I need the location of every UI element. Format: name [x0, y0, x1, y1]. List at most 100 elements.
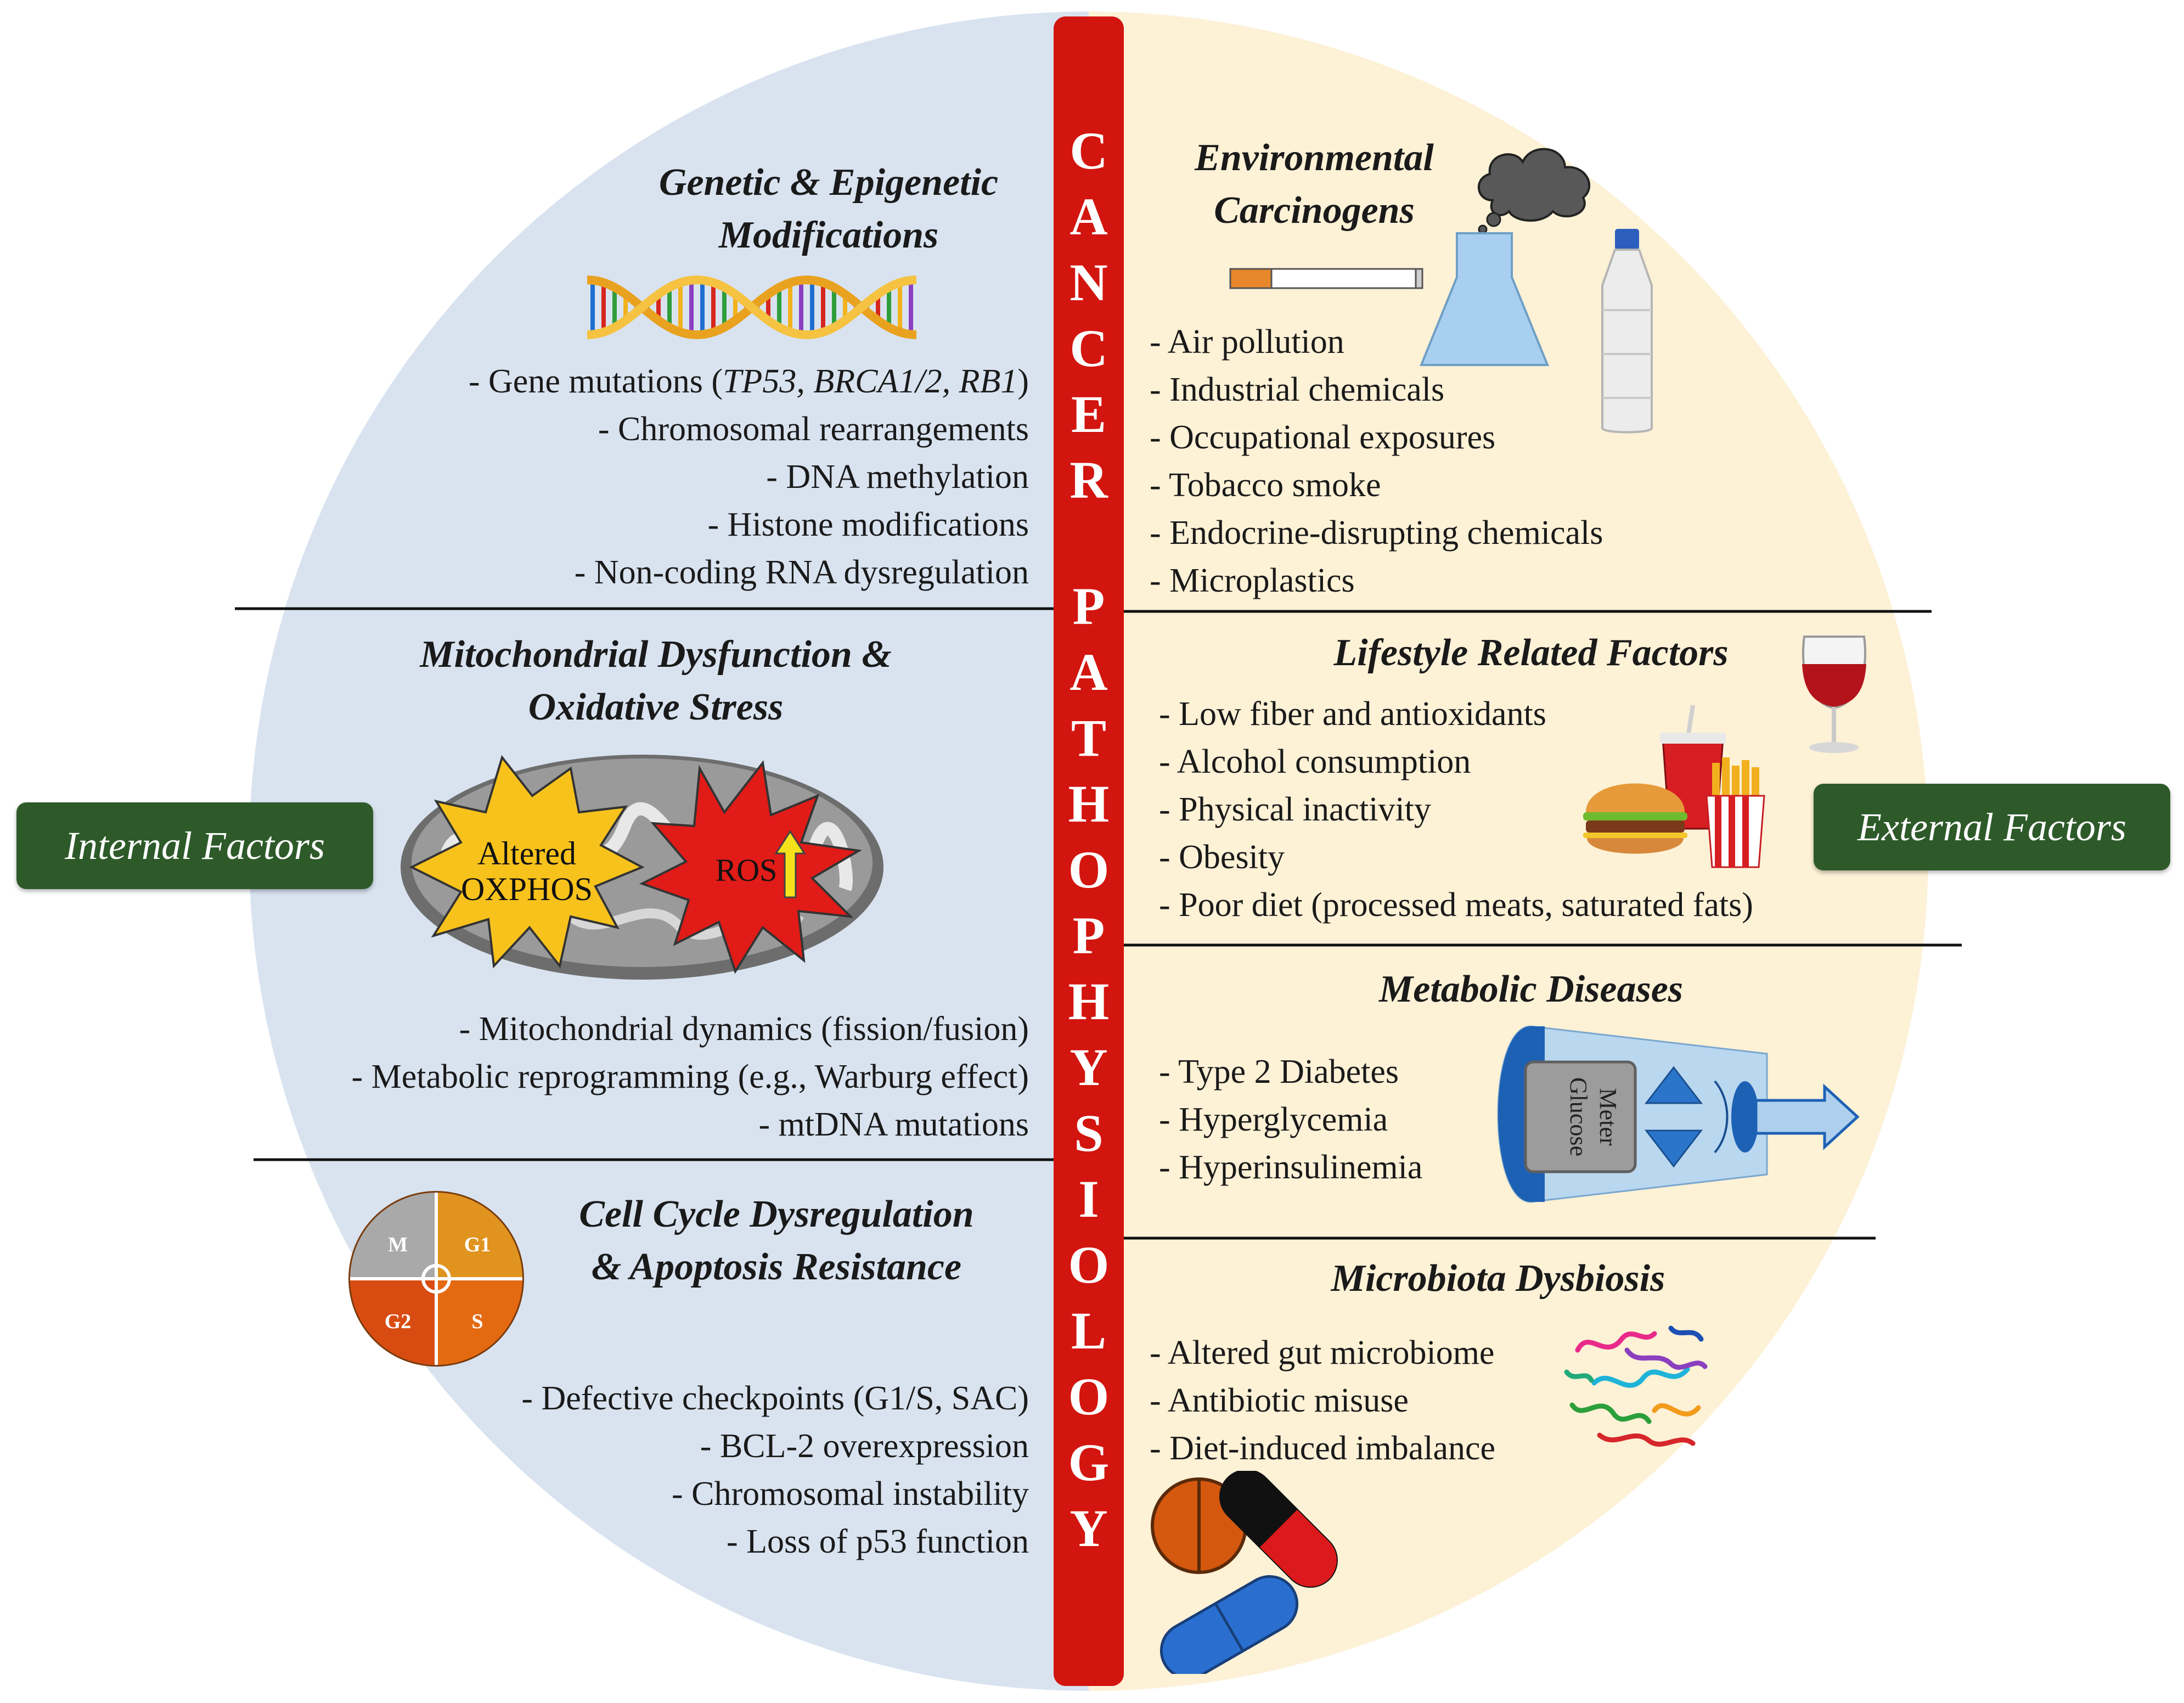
meter-label-1: Glucose [1565, 1077, 1592, 1156]
lifestyle-item: - Poor diet (processed meats, saturated … [1159, 886, 1753, 924]
cigarette-icon [1229, 268, 1423, 289]
phase-label-m: M [388, 1233, 408, 1256]
spine-letter: N [1070, 253, 1108, 312]
spine-letter: C [1070, 121, 1108, 180]
genetic-item: - Chromosomal rearrangements [598, 411, 1029, 448]
environmental-item: - Occupational exposures [1150, 419, 1496, 456]
genetic-item: - Histone modifications [707, 506, 1029, 543]
oxphos-label-2: OXPHOS [461, 871, 593, 907]
spine-letter: A [1070, 187, 1108, 246]
cellcycle-title-line-1: Cell Cycle Dysregulation [579, 1193, 974, 1235]
lifestyle-item: - Physical inactivity [1159, 791, 1431, 828]
mito-item: - Metabolic reprogramming (e.g., Warburg… [351, 1058, 1029, 1095]
spine-letter: L [1071, 1301, 1107, 1360]
cellcycle-title-line-2: & Apoptosis Resistance [591, 1246, 962, 1288]
mito-item: - mtDNA mutations [758, 1106, 1029, 1143]
right-half-circle [1089, 12, 1928, 1691]
spine-letter: O [1068, 840, 1110, 899]
lifestyle-item: - Alcohol consumption [1159, 743, 1471, 780]
spine-letter: G [1068, 1433, 1110, 1492]
lifestyle-title-text: Lifestyle Related Factors [1333, 632, 1729, 674]
external-factors-box: External Factors [1814, 784, 2170, 870]
spine-letter: P [1072, 906, 1105, 965]
spine-letter: Y [1070, 1499, 1108, 1558]
spine-letter: T [1071, 709, 1107, 767]
bacteria-icon [1564, 1325, 1708, 1447]
spine-letter: O [1068, 1235, 1110, 1294]
ros-star [639, 760, 862, 974]
environmental-item: - Microplastics [1150, 562, 1355, 599]
cellcycle-item: - Loss of p53 function [726, 1523, 1029, 1560]
spine-letter: R [1070, 451, 1108, 509]
environmental-item: - Industrial chemicals [1150, 371, 1445, 408]
metabolic-item: - Hyperinsulinemia [1159, 1149, 1423, 1186]
mito-title-line-2: Oxidative Stress [528, 686, 784, 728]
phase-label-g2: G2 [385, 1310, 412, 1333]
genetic-item: - Gene mutations (TP53, BRCA1/2, RB1) [468, 363, 1029, 400]
dna-icon [587, 275, 917, 340]
arrow-up-icon [1644, 1066, 1703, 1104]
genetic-title-line-2: Modifications [718, 214, 939, 256]
pills-icon [1151, 1471, 1338, 1674]
spine-letter: Y [1070, 1038, 1108, 1097]
phase-label-s: S [471, 1310, 483, 1333]
oxphos-star [409, 755, 645, 969]
cancer-pathophysiology-spine: C A N C E R P A T H O P H Y S I O L O G … [1054, 16, 1124, 1686]
metabolic-item: - Type 2 Diabetes [1159, 1053, 1399, 1091]
spine-letter: P [1072, 577, 1105, 636]
genetic-title: Genetic & Epigenetic Modifications [582, 156, 1076, 262]
meter-label-2: Meter [1595, 1088, 1622, 1145]
lifestyle-title: Lifestyle Related Factors [1262, 627, 1800, 679]
metabolic-item: - Hyperglycemia [1159, 1101, 1388, 1138]
genetic-item: - DNA methylation [766, 458, 1029, 496]
genetic-title-line-1: Genetic & Epigenetic [658, 161, 999, 204]
fast-food-icon [1583, 705, 1765, 868]
spine-letter: I [1078, 1170, 1099, 1228]
environmental-item: - Endocrine-disrupting chemicals [1150, 514, 1603, 552]
wine-glass-icon [1802, 636, 1866, 753]
oxphos-label-1: Altered [477, 835, 576, 872]
smoke-cloud-icon [1477, 148, 1590, 233]
internal-factors-label: Internal Factors [65, 823, 325, 868]
microbiota-item: - Antibiotic misuse [1150, 1382, 1409, 1419]
glucose-meter-icon: Glucose Meter [1497, 1025, 1860, 1203]
arrow-down-icon [1644, 1129, 1703, 1168]
metabolic-list: - Type 2 Diabetes - Hyperglycemia - Hype… [1159, 1048, 1422, 1191]
lifestyle-item: - Low fiber and antioxidants [1159, 695, 1546, 733]
flask-icon [1420, 232, 1549, 366]
mito-title-line-1: Mitochondrial Dysfunction & [420, 633, 892, 676]
cellcycle-item: - Defective checkpoints (G1/S, SAC) [521, 1380, 1029, 1417]
spine-letter: O [1068, 1367, 1110, 1426]
cell-cycle-icon: M G1 S G2 [348, 1191, 524, 1367]
microbiota-title: Microbiota Dysbiosis [1229, 1252, 1767, 1305]
mito-list: - Mitochondrial dynamics (fission/fusion… [351, 1005, 1029, 1149]
lifestyle-item: - Obesity [1159, 839, 1285, 876]
microbiota-item: - Altered gut microbiome [1150, 1334, 1495, 1372]
metabolic-title-text: Metabolic Diseases [1378, 968, 1684, 1010]
cellcycle-item: - Chromosomal instability [672, 1475, 1029, 1513]
phase-label-g1: G1 [464, 1233, 491, 1256]
environmental-item: - Tobacco smoke [1150, 467, 1381, 504]
environmental-list: - Air pollution - Industrial chemicals -… [1150, 318, 1603, 605]
environmental-title-line-2: Carcinogens [1214, 189, 1415, 232]
genetic-item: - Non-coding RNA dysregulation [574, 554, 1029, 591]
spine-letter: E [1071, 385, 1107, 443]
spine-letter: C [1070, 319, 1108, 378]
spine-letter: S [1074, 1104, 1104, 1162]
arrow-up-icon [774, 830, 806, 898]
cellcycle-title: Cell Cycle Dysregulation & Apoptosis Res… [535, 1188, 1018, 1294]
plastic-bottle-icon [1601, 229, 1653, 434]
genetic-list: - Gene mutations (TP53, BRCA1/2, RB1) - … [469, 358, 1029, 597]
microbiota-title-text: Microbiota Dysbiosis [1331, 1257, 1665, 1300]
lifestyle-list: - Low fiber and antioxidants - Alcohol c… [1159, 690, 1753, 929]
environmental-item: - Air pollution [1150, 323, 1344, 361]
environmental-title-line-1: Environmental [1195, 137, 1434, 179]
cellcycle-list: - Defective checkpoints (G1/S, SAC) - BC… [521, 1375, 1029, 1566]
cellcycle-item: - BCL-2 overexpression [700, 1427, 1029, 1465]
metabolic-title: Metabolic Diseases [1262, 963, 1800, 1016]
ros-label: ROS [716, 852, 778, 888]
mitochondrion-illustration: Altered OXPHOS ROS [401, 755, 883, 980]
spine-letter: H [1068, 972, 1110, 1031]
environmental-title: Environmental Carcinogens [1125, 132, 1504, 237]
